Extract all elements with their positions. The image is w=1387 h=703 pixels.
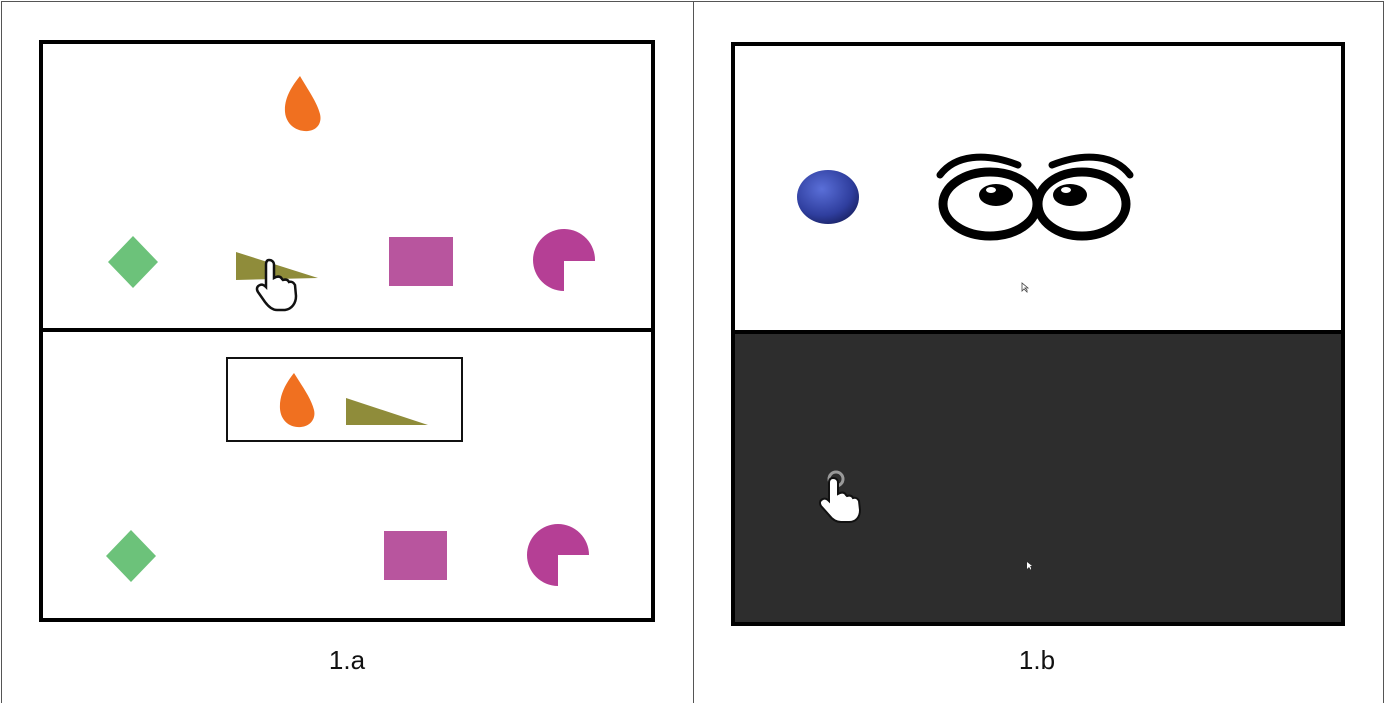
- figure-caption-1b: 1.b: [937, 645, 1137, 676]
- hand-pointer-icon-dark: [820, 472, 860, 522]
- small-arrow-cursor-icon: [1022, 283, 1028, 292]
- figure-caption-1a: 1.a: [247, 645, 447, 676]
- cartoon-eyes-icon: [940, 157, 1130, 236]
- blue-ball[interactable]: [797, 170, 859, 224]
- small-arrow-cursor-icon-dark: [1027, 562, 1032, 570]
